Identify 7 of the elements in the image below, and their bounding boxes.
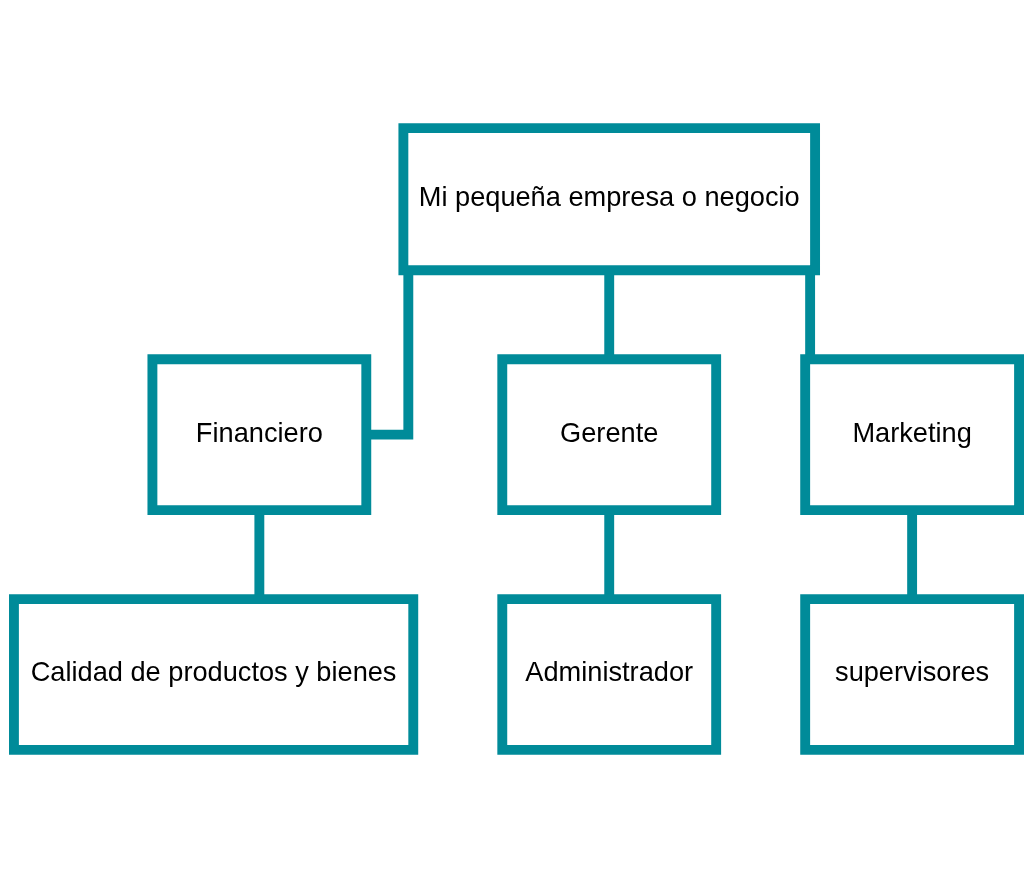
node-box: Financiero	[146, 353, 371, 515]
node-box: Administrador	[496, 593, 721, 755]
node-box: Calidad de productos y bienes	[8, 593, 418, 755]
node-box: Gerente	[496, 353, 721, 515]
node-box: supervisores	[799, 593, 1024, 755]
node-box: Marketing	[799, 353, 1024, 515]
node-box: Mi pequeña empresa o negocio	[397, 122, 820, 275]
